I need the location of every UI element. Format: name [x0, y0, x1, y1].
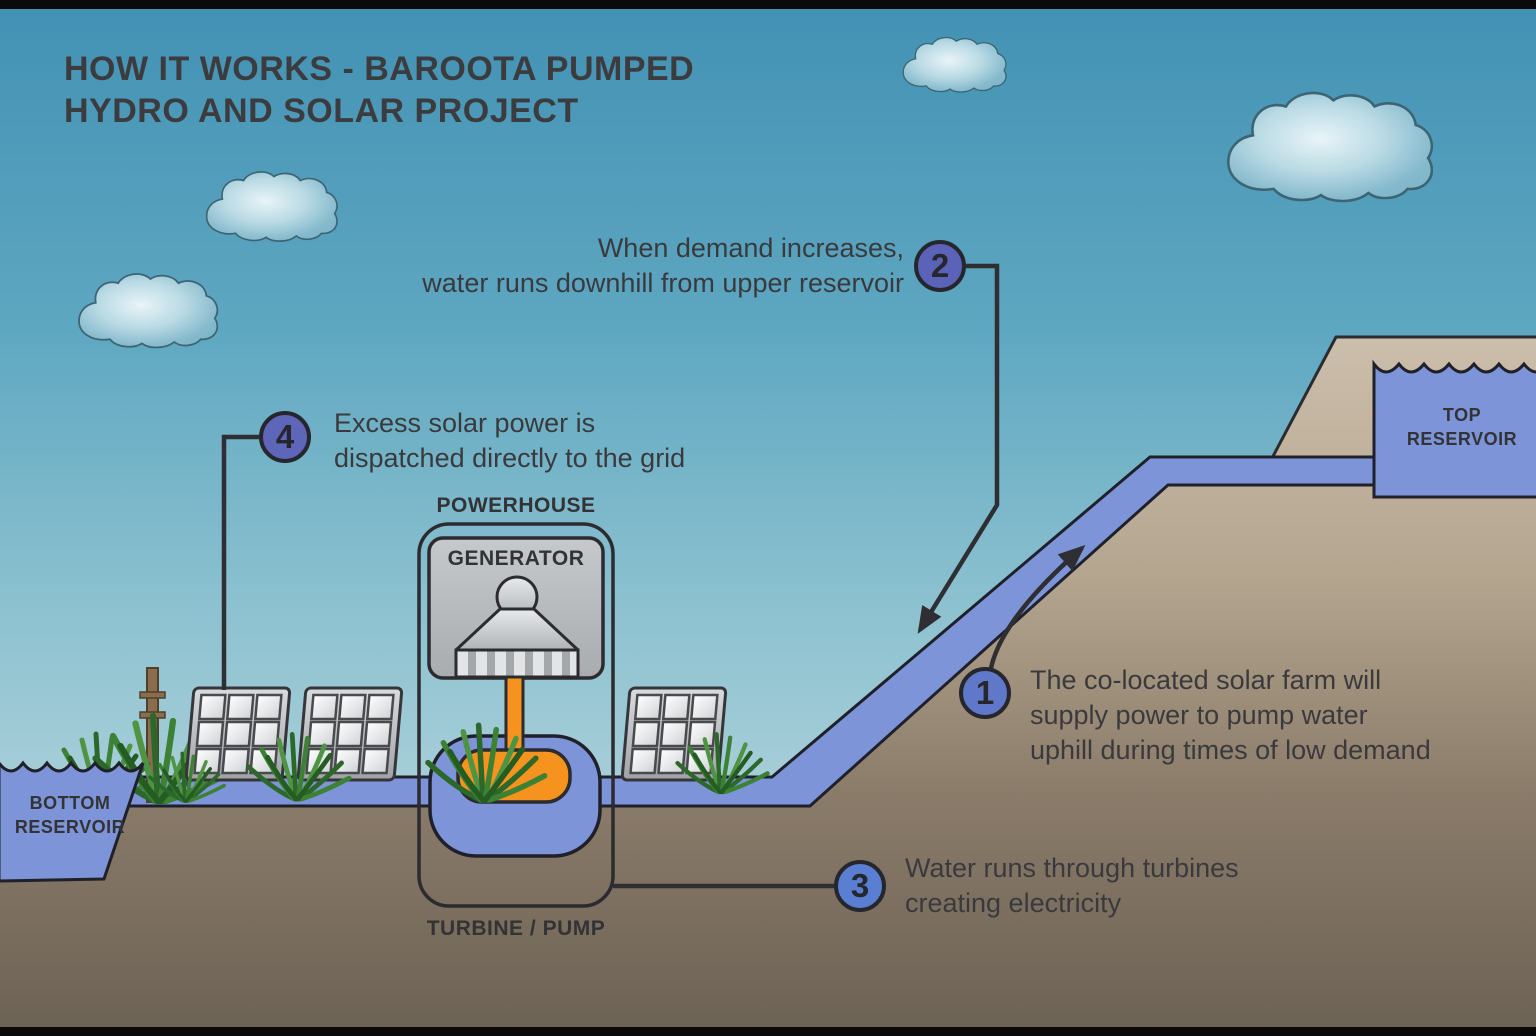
terrain	[0, 337, 1536, 1036]
callout-1-text: The co-located solar farm will supply po…	[1030, 665, 1431, 765]
pump-uphill-arrow	[988, 545, 1086, 669]
callout-circle-4: 4	[259, 411, 311, 463]
title-line-1: HOW IT WORKS - BAROOTA PUMPED	[64, 50, 695, 88]
callout-circle-3: 3	[834, 860, 886, 912]
water-downhill-arrow	[917, 263, 1000, 634]
callout-circle-1: 1	[959, 667, 1011, 719]
powerhouse-label: POWERHOUSE	[436, 494, 596, 517]
title-line-2: HYDRO AND SOLAR PROJECT	[64, 92, 579, 130]
bottom-reservoir-label: BOTTOM RESERVOIR	[14, 793, 126, 837]
top-reservoir-label: TOP RESERVOIR	[1406, 405, 1518, 449]
bottom-letterbox-bar	[0, 1027, 1536, 1036]
callout-3-text: Water runs through turbines creating ele…	[905, 853, 1239, 918]
bottom-reservoir-water	[0, 760, 145, 883]
generator-label: GENERATOR	[447, 547, 585, 570]
top-reservoir-water	[1372, 359, 1536, 499]
top-letterbox-bar	[0, 0, 1536, 9]
generator-icon	[454, 575, 580, 679]
callout-4-connector-line	[221, 434, 259, 690]
turbine-pump-label: TURBINE / PUMP	[426, 917, 606, 940]
page-title: HOW IT WORKS - BAROOTA PUMPED HYDRO AND …	[64, 48, 694, 132]
powerhouse-outline	[417, 522, 615, 908]
callout-4-text: Excess solar power is dispatched directl…	[334, 408, 686, 473]
callout-circle-2: 2	[914, 240, 966, 292]
callout-2-text: When demand increases, water runs downhi…	[422, 233, 904, 298]
